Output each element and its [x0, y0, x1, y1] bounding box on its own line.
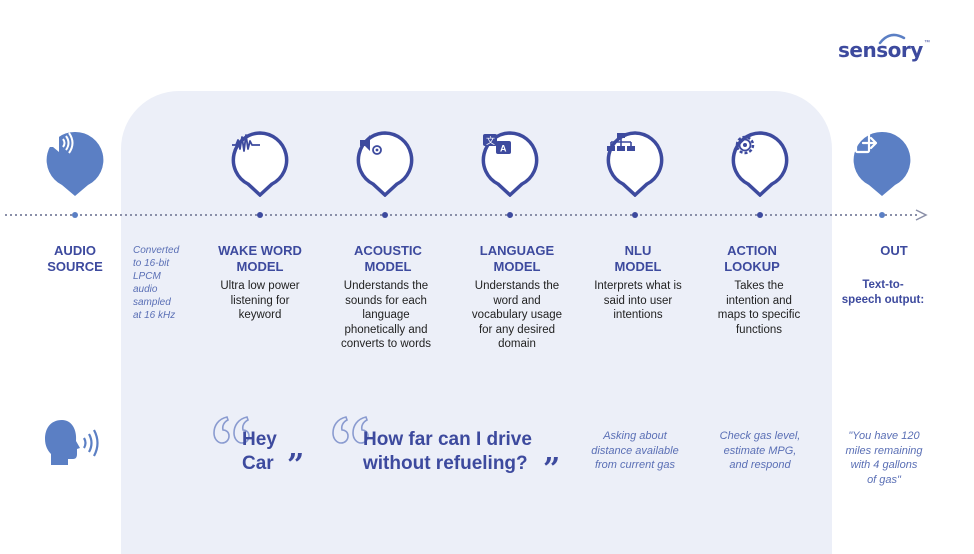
language-model-pin: 文 A — [481, 131, 539, 197]
acoustic-model-pin — [356, 131, 414, 197]
sensory-logo: sensory ™ — [838, 33, 938, 72]
close-quote-icon: ” — [543, 452, 561, 487]
timeline-dot — [382, 212, 388, 218]
out-title: OUT — [880, 243, 908, 258]
timeline-dot — [879, 212, 885, 218]
waveform-icon — [231, 131, 289, 189]
logo-trademark: ™ — [924, 40, 930, 46]
open-quote-icon — [213, 416, 250, 444]
acoustic-icon — [356, 131, 414, 189]
out-desc: Text-to-speech output: — [841, 279, 925, 306]
audio-source-pin — [46, 131, 104, 197]
speaker-icon — [46, 131, 104, 189]
exit-icon — [853, 131, 911, 189]
action-lookup-pin — [731, 131, 789, 197]
timeline-arrow — [5, 209, 928, 221]
timeline-dot — [257, 212, 263, 218]
gear-icon — [731, 131, 789, 189]
timeline-dot — [632, 212, 638, 218]
open-quote-icon — [332, 416, 369, 444]
svg-text:A: A — [500, 144, 507, 154]
translate-icon: 文 A — [481, 131, 539, 189]
svg-text:文: 文 — [486, 135, 495, 147]
logo-text: sensory — [838, 38, 923, 62]
speaking-head-icon — [42, 418, 106, 468]
nlu-model-pin — [606, 131, 664, 197]
hierarchy-icon — [606, 131, 664, 189]
action-example-note: Check gas level,estimate MPG,and respond — [719, 430, 801, 471]
close-quote-icon: ” — [287, 448, 305, 483]
timeline-dot — [72, 212, 78, 218]
timeline-dot — [507, 212, 513, 218]
wake-word-pin — [231, 131, 289, 197]
out-pin — [853, 131, 911, 197]
logo-arc-icon — [878, 33, 906, 45]
timeline-dot — [757, 212, 763, 218]
